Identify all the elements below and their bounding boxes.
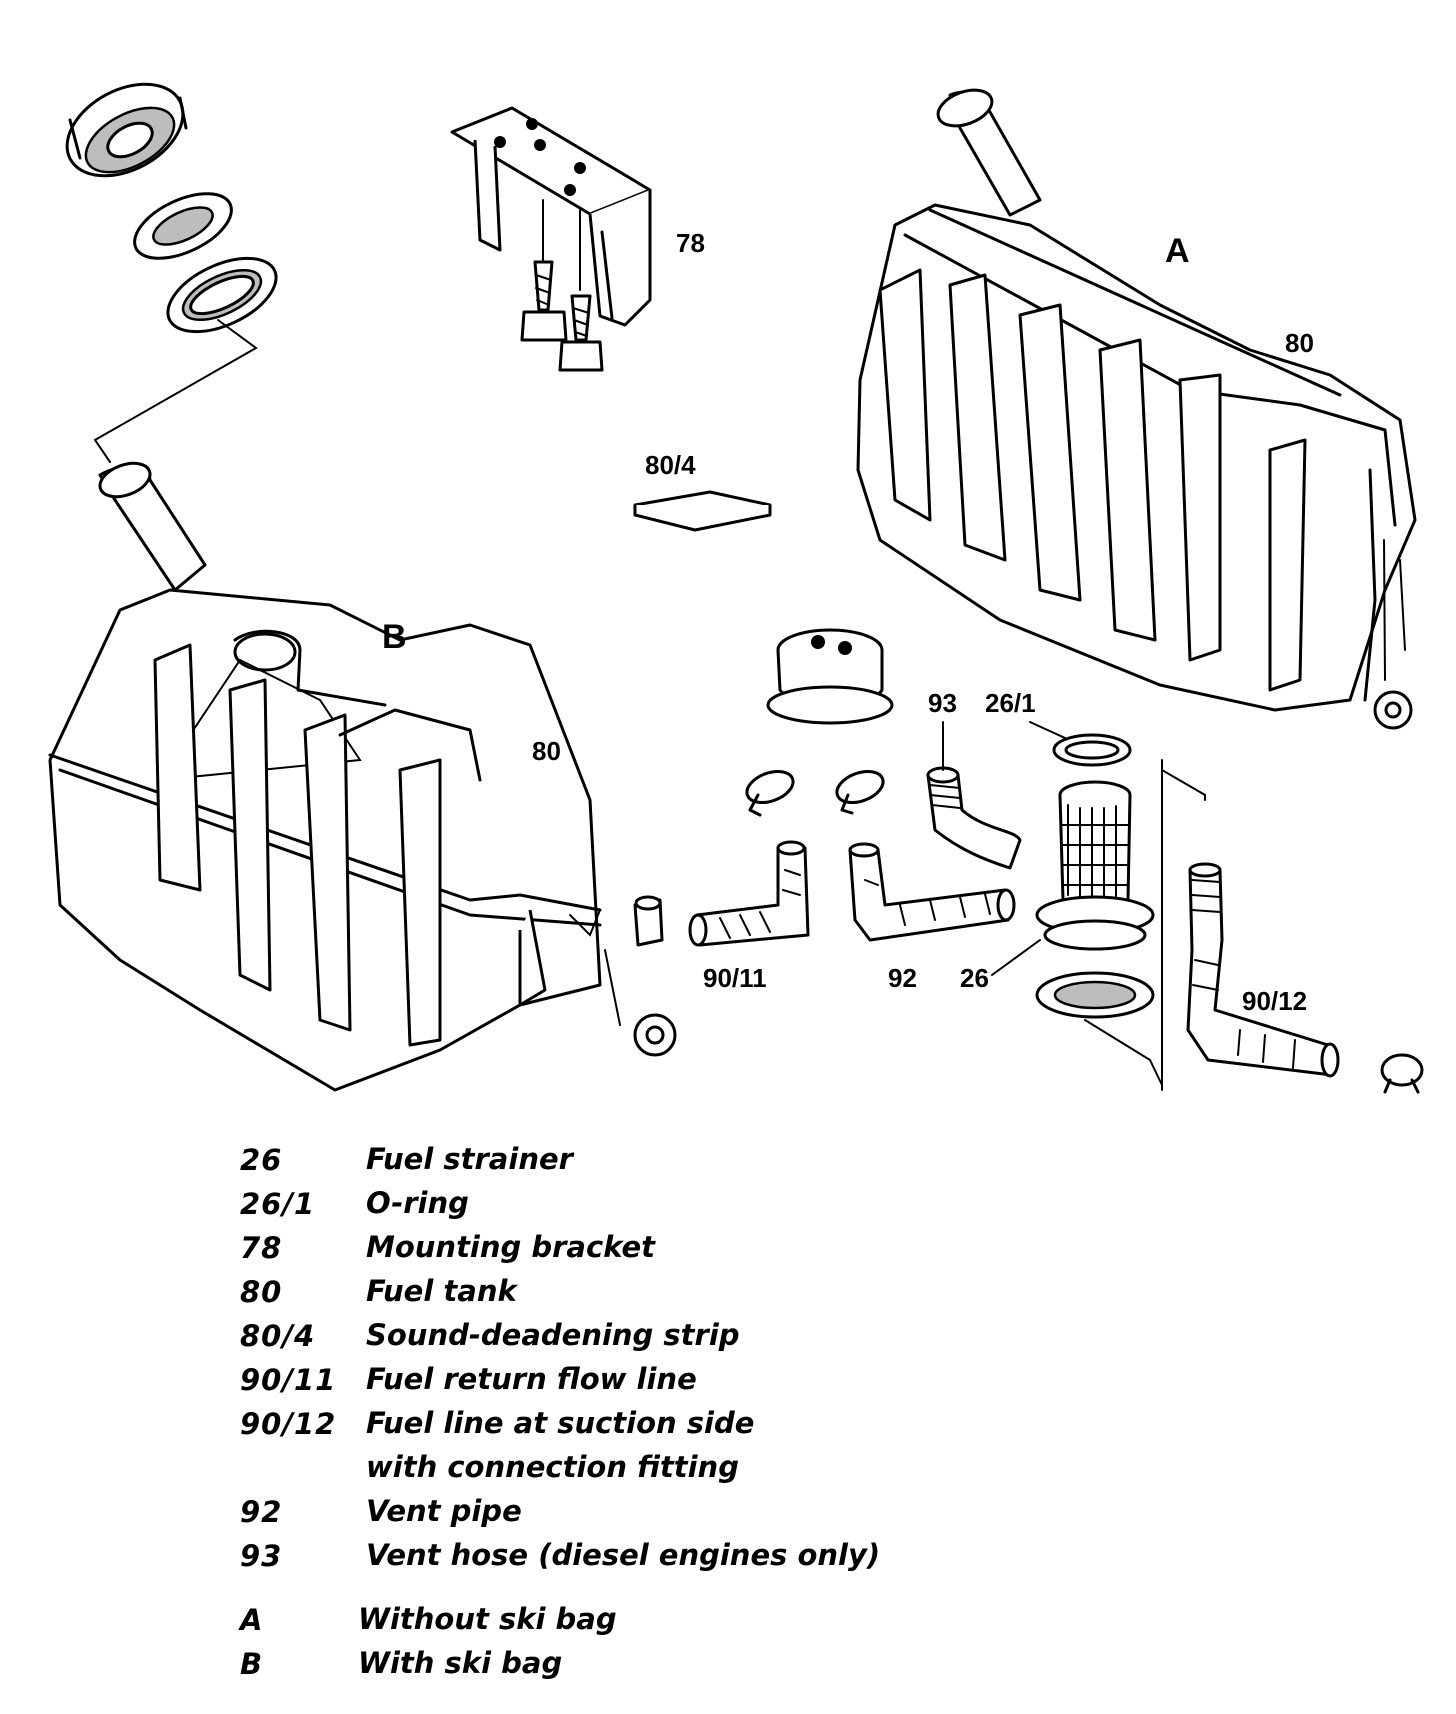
- legend-item: 80 Fuel tank: [240, 1274, 1140, 1319]
- legend-variant-desc: Without ski bag: [358, 1602, 617, 1636]
- legend-item: 92 Vent pipe: [240, 1494, 1140, 1539]
- callout-90-11: 90/11: [703, 963, 767, 993]
- tank-a-drain-plug: [1373, 690, 1413, 730]
- legend-code: 78: [240, 1231, 283, 1265]
- filler-cap-assembly: [65, 82, 278, 463]
- hose-clamp: [1380, 1053, 1424, 1094]
- legend-desc: Vent pipe: [366, 1494, 522, 1528]
- mounting-bracket-78: 78: [450, 106, 705, 372]
- exploded-parts-diagram: 78 80/4 A 80: [48, 82, 1424, 1094]
- fuel-strainer-26: 26: [960, 759, 1206, 1091]
- legend-variant-code: A: [240, 1603, 264, 1637]
- legend-item: 93 Vent hose (diesel engines only): [240, 1538, 1140, 1583]
- callout-90-12: 90/12: [1242, 986, 1307, 1016]
- parts-legend: 26 Fuel strainer 26/1 O-ring 78 Mounting…: [240, 1142, 1140, 1691]
- legend-item: 90/11 Fuel return flow line: [240, 1362, 1140, 1407]
- legend-item: 90/12 Fuel line at suction side with con…: [240, 1406, 1140, 1495]
- vent-pipe-92: 92: [848, 842, 1016, 993]
- legend-desc: Fuel line at suction side with connectio…: [366, 1406, 755, 1484]
- legend-code: 92: [240, 1495, 283, 1529]
- legend-item: 26/1 O-ring: [240, 1186, 1140, 1231]
- legend-desc: O-ring: [366, 1186, 469, 1220]
- legend-desc: Mounting bracket: [366, 1230, 655, 1264]
- callout-78: 78: [676, 228, 705, 258]
- legend-item: 78 Mounting bracket: [240, 1230, 1140, 1275]
- tank-b-drain-plug: [633, 1013, 677, 1057]
- legend-variant-code: B: [240, 1647, 264, 1681]
- hose-clamp: [745, 769, 795, 817]
- hose-clamp: [835, 769, 885, 815]
- callout-93: 93: [928, 688, 957, 718]
- legend-desc: Fuel tank: [366, 1274, 517, 1308]
- vent-hose-93: 93: [926, 688, 1022, 870]
- legend-item: 26 Fuel strainer: [240, 1142, 1140, 1187]
- hose-clamp: [633, 895, 664, 947]
- legend-desc: Fuel return flow line: [366, 1362, 697, 1396]
- fuel-suction-line-90-12: 90/12: [1186, 862, 1340, 1078]
- legend-variant-desc: With ski bag: [358, 1646, 563, 1680]
- fuel-return-line-90-11: 90/11: [688, 840, 810, 993]
- cap-seal-ring: [133, 192, 233, 260]
- fuel-tank-variant-a: A 80: [856, 88, 1417, 730]
- legend-code: 90/12: [240, 1407, 337, 1441]
- legend-code: 80: [240, 1275, 283, 1309]
- assembly-leader-line: [93, 319, 258, 463]
- legend-variant: A Without ski bag: [240, 1602, 1140, 1647]
- callout-92: 92: [888, 963, 917, 993]
- section-label-b: B: [382, 618, 407, 656]
- bracket-screw: [558, 294, 604, 372]
- legend-item: 80/4 Sound-deadening strip: [240, 1318, 1140, 1363]
- callout-80-4: 80/4: [645, 450, 696, 480]
- legend-desc: Sound-deadening strip: [366, 1318, 740, 1352]
- callout-26-1: 26/1: [985, 688, 1036, 718]
- legend-desc: Vent hose (diesel engines only): [366, 1538, 881, 1572]
- sound-deadening-strip-80-4: 80/4: [633, 450, 772, 532]
- filler-cap: [65, 82, 188, 178]
- legend-code: 26/1: [240, 1187, 316, 1221]
- legend-variant: B With ski bag: [240, 1646, 1140, 1691]
- callout-26: 26: [960, 963, 989, 993]
- legend-code: 80/4: [240, 1319, 316, 1353]
- legend-desc: Fuel strainer: [366, 1142, 573, 1176]
- legend-code: 93: [240, 1539, 283, 1573]
- callout-80-tank-a: 80: [1285, 328, 1314, 358]
- bracket-screw: [520, 260, 568, 342]
- o-ring-26-1: 26/1: [985, 688, 1132, 767]
- fuel-tank-variant-b: B 80: [48, 461, 677, 1092]
- section-label-a: A: [1165, 232, 1190, 270]
- callout-80-tank-b: 80: [532, 736, 561, 766]
- legend-code: 26: [240, 1143, 283, 1177]
- fuel-sender-housing: [766, 628, 894, 725]
- legend-code: 90/11: [240, 1363, 337, 1397]
- filler-neck-gasket: [166, 256, 278, 334]
